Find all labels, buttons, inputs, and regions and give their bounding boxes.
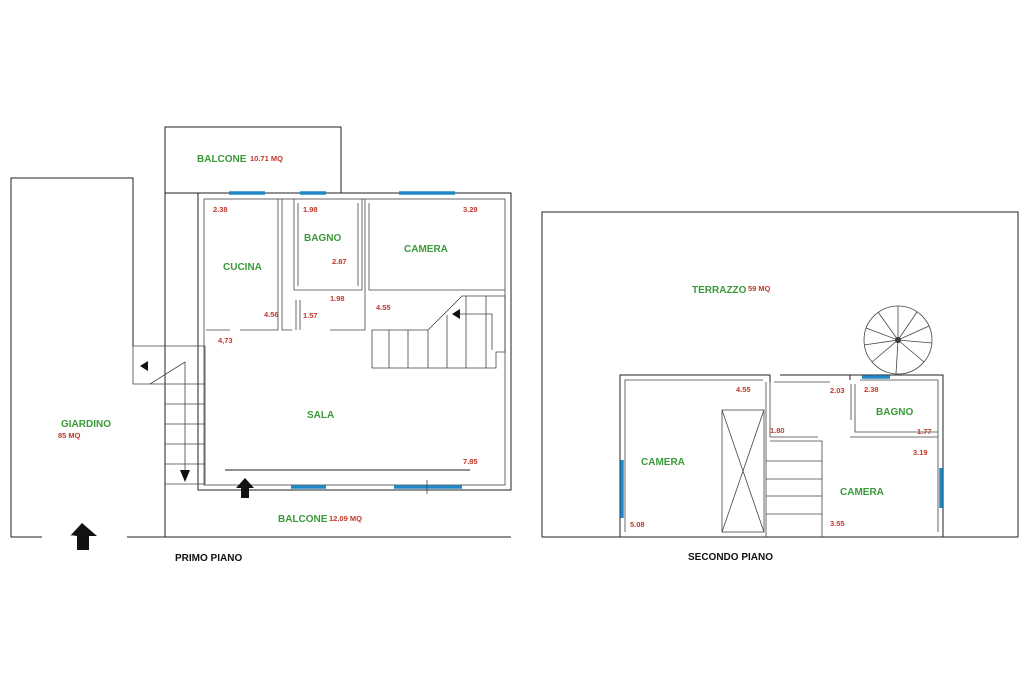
bathroom-upper-label: BAGNO: [876, 407, 913, 418]
balcony-top-label: BALCONE: [197, 154, 247, 165]
first-floor-plan: BALCONE 10.71 MQ CUCINA BAGNO CAMERA SAL…: [10, 126, 512, 564]
living-label: SALA: [307, 410, 334, 421]
garden-label: GIARDINO: [61, 419, 111, 430]
dimension-label: 4.55: [736, 385, 751, 394]
stair-void: [721, 409, 765, 533]
stair-direction-arrow-icon: [140, 361, 148, 371]
balcony-top-area: 10.71 MQ: [250, 154, 283, 163]
building-outer-wall: [197, 192, 512, 491]
partition-wall: [295, 300, 301, 330]
bathroom-wall: [850, 384, 938, 438]
bedroom-label: CAMERA: [404, 244, 448, 255]
bathroom-wall: [293, 199, 363, 291]
dimension-label: 2.38: [864, 385, 879, 394]
dimension-label: 1.80: [770, 426, 785, 435]
dimension-label: 5.08: [630, 520, 645, 529]
interior-staircase: [371, 295, 506, 369]
stair-direction-arrow-icon: [180, 470, 190, 482]
dimension-label: 4.56: [264, 310, 279, 319]
dimension-label: 3.19: [913, 448, 928, 457]
dimension-label: 3.55: [830, 519, 845, 528]
bedroom-left-label: CAMERA: [641, 457, 685, 468]
stair-direction-arrow-icon: [452, 309, 460, 319]
bedroom-right-label: CAMERA: [840, 487, 884, 498]
dimension-label: 3.29: [463, 205, 478, 214]
dimension-label: 4.55: [376, 303, 391, 312]
bathroom-label: BAGNO: [304, 233, 341, 244]
corridor-wall: [765, 382, 823, 537]
upper-building-inner-wall: [624, 379, 939, 532]
entrance-arrow-icon: [236, 478, 254, 498]
balcony-bottom-label: BALCONE: [278, 514, 328, 525]
dimension-label: 4,73: [218, 336, 233, 345]
upper-building-wall: [619, 374, 944, 537]
dimension-label: 1.98: [303, 205, 318, 214]
second-floor-title: SECONDO PIANO: [688, 552, 773, 563]
terrace-outline: [541, 211, 1019, 538]
garden-area: 85 MQ: [58, 431, 81, 440]
bedroom-wall: [330, 199, 505, 331]
second-floor-plan: TERRAZZO 59 MQ BAGNO CAMERA CAMERA 4.55 …: [541, 211, 1019, 563]
exterior-staircase: [132, 345, 206, 485]
garden-outline: [10, 177, 134, 538]
dimension-label: 2.03: [830, 386, 845, 395]
dimension-label: 1.57: [303, 311, 318, 320]
dimension-label: 1.77: [917, 427, 932, 436]
first-floor-title: PRIMO PIANO: [175, 553, 242, 564]
balcony-bottom-area: 12.09 MQ: [329, 514, 362, 523]
entrance-arrow-icon: [70, 523, 97, 550]
dimension-label: 7.85: [463, 457, 478, 466]
kitchen-wall: [206, 199, 292, 331]
dimension-label: 2.87: [332, 257, 347, 266]
building-inner-wall: [203, 198, 506, 486]
upper-staircase: [766, 460, 822, 515]
terrace-label: TERRAZZO: [692, 285, 747, 296]
dimension-label: 2.38: [213, 205, 228, 214]
stair-direction-line: [460, 313, 493, 350]
terrace-area: 59 MQ: [748, 284, 771, 293]
dimension-label: 1.98: [330, 294, 345, 303]
kitchen-label: CUCINA: [223, 262, 262, 273]
spiral-staircase-icon: [863, 305, 933, 375]
